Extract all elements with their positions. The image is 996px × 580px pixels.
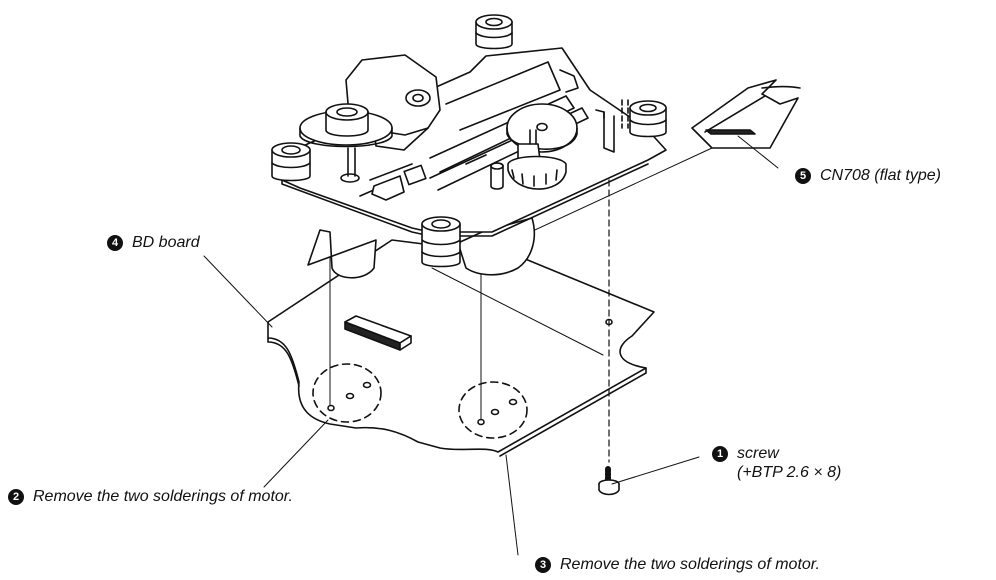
rubber-foot-front xyxy=(421,216,461,268)
leader-lines xyxy=(203,135,779,556)
label-screw: 1 screw (+BTP 2.6 × 8) xyxy=(712,444,841,482)
label-remove-solderings-left: 2 Remove the two solderings of motor. xyxy=(8,487,293,506)
label-3-text: Remove the two solderings of motor. xyxy=(560,556,820,573)
step-number-5: 5 xyxy=(795,168,811,184)
solder-circle-left xyxy=(312,363,382,423)
rubber-foot-left xyxy=(271,142,311,182)
solder-circle-right xyxy=(458,381,528,439)
bd-board xyxy=(267,239,655,457)
rubber-foot-right xyxy=(629,100,667,138)
cn708-flat-cable xyxy=(691,79,801,149)
label-2-text: Remove the two solderings of motor. xyxy=(33,488,293,505)
mechanism-assembly xyxy=(281,47,667,279)
rubber-foot-back xyxy=(475,14,513,50)
screw-spec-text: (+BTP 2.6 × 8) xyxy=(737,464,842,481)
step-number-1: 1 xyxy=(712,446,728,462)
label-bd-board: 4 BD board xyxy=(107,233,200,252)
label-4-text: BD board xyxy=(132,234,200,251)
label-cn708: 5 CN708 (flat type) xyxy=(795,166,941,185)
step-number-3: 3 xyxy=(535,557,551,573)
screw-label-text: screw xyxy=(737,445,779,462)
step-number-4: 4 xyxy=(107,235,123,251)
screw xyxy=(598,466,620,496)
label-5-text: CN708 (flat type) xyxy=(820,167,941,184)
step-number-2: 2 xyxy=(8,489,24,505)
label-remove-solderings-right: 3 Remove the two solderings of motor. xyxy=(535,555,820,574)
